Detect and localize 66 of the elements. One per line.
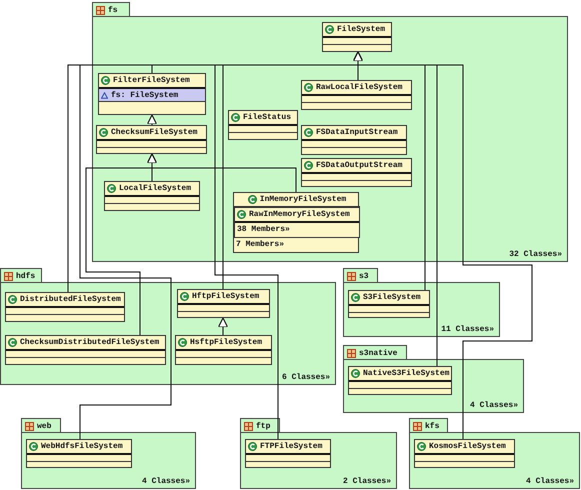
package-frame	[343, 268, 500, 337]
package-name: fs	[108, 6, 118, 14]
package-frame	[343, 345, 524, 413]
class-name: DistributedFileSystem	[20, 295, 121, 304]
class-name: RawInMemoryFileSystem	[249, 210, 350, 219]
package-name: ftp	[256, 422, 270, 430]
members-link: 7 Members»	[236, 240, 284, 249]
class-box	[245, 439, 331, 468]
class-box	[228, 110, 298, 140]
package-name: s3native	[359, 348, 398, 358]
class-box	[175, 335, 272, 365]
class-box	[301, 80, 412, 110]
class-name: ChecksumDistributedFileSystem	[20, 338, 160, 347]
class-box	[233, 192, 359, 253]
class-name: NativeS3FileSystem	[363, 369, 450, 378]
class-name: HftpFileSystem	[192, 292, 260, 301]
class-box	[96, 125, 207, 154]
class-box	[98, 73, 206, 115]
class-name: HsftpFileSystem	[190, 338, 262, 347]
class-box	[348, 290, 430, 318]
class-name: FTPFileSystem	[260, 442, 322, 451]
class-box	[301, 125, 407, 155]
class-name: FileSystem	[337, 25, 386, 34]
class-count-link: 11 Classes»	[441, 325, 494, 334]
class-name: LocalFileSystem	[119, 184, 192, 193]
class-box	[301, 158, 412, 187]
package-name: web	[37, 422, 52, 430]
class-box	[177, 289, 270, 318]
class-name: FileStatus	[243, 113, 292, 122]
class-name: FilterFileSystem	[113, 76, 190, 85]
class-name: S3FileSystem	[363, 293, 421, 302]
class-name: FSDataInputStream	[316, 128, 398, 137]
class-box	[234, 206, 360, 238]
class-name: ChecksumFileSystem	[111, 128, 198, 137]
class-count-link: 2 Classes»	[342, 477, 391, 486]
class-box	[322, 22, 392, 52]
package-frame	[0, 268, 336, 385]
package-frame	[240, 418, 397, 489]
class-count-link: 6 Classes»	[282, 373, 330, 382]
package-frame	[21, 418, 196, 489]
package-frame	[409, 418, 580, 489]
package-name: kfs	[425, 422, 440, 430]
package-name: hdfs	[16, 272, 36, 280]
class-count-link: 4 Classes»	[526, 477, 574, 486]
class-count-link: 32 Classes»	[509, 250, 562, 259]
class-name: KosmosFileSystem	[429, 442, 506, 451]
class-count-link: 4 Classes»	[470, 401, 518, 410]
inheritance-arrow	[146, 114, 158, 126]
inheritance-arrow	[352, 51, 532, 440]
inheritance-arrow	[86, 153, 158, 336]
members-link: 38 Members»	[237, 225, 290, 234]
class-box	[104, 181, 200, 211]
attribute-text: fs: FileSystem	[111, 90, 178, 100]
class-name: WebHdfsFileSystem	[41, 442, 123, 451]
class-box	[5, 335, 166, 365]
class-box	[26, 439, 132, 468]
class-box	[5, 292, 125, 322]
class-box	[348, 366, 452, 395]
class-name: InMemoryFileSystem	[260, 195, 346, 204]
package-name: s3	[359, 272, 369, 280]
inheritance-arrow	[218, 317, 228, 336]
package-frame	[92, 2, 568, 262]
class-count-link: 4 Classes»	[142, 477, 190, 486]
class-box	[414, 439, 515, 468]
class-name: RawLocalFileSystem	[316, 83, 402, 92]
class-name: FSDataOutputStream	[316, 161, 402, 170]
